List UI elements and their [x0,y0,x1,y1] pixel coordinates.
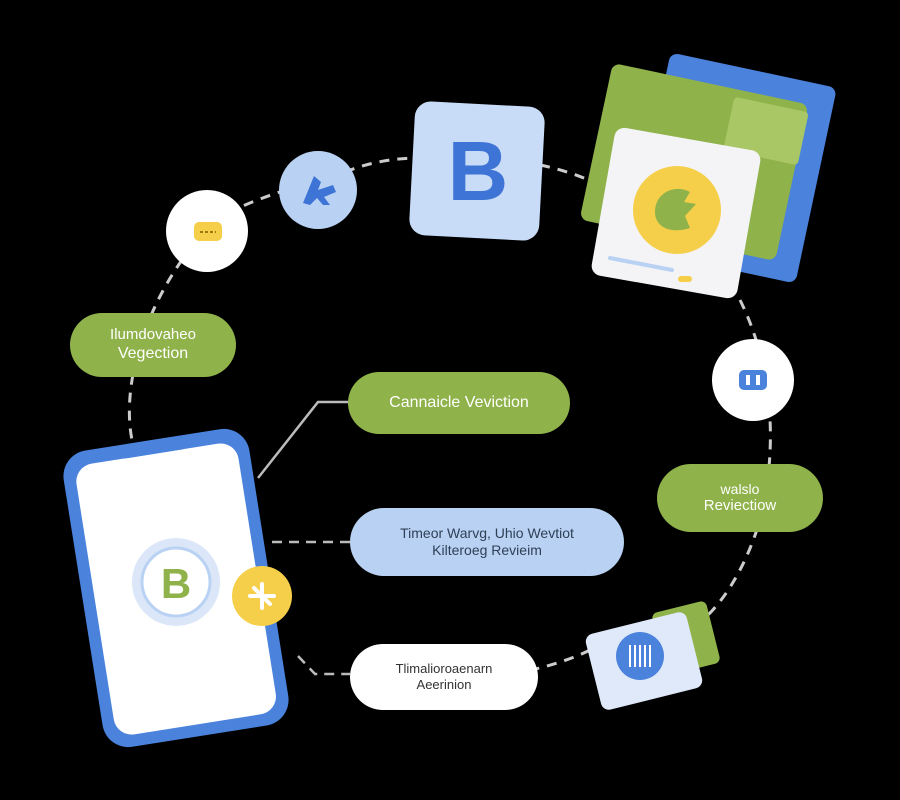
airplane-icon [279,151,357,229]
label-left: Ilumdovaheo Vegection [70,313,236,377]
label-center-mid-line1: Timeor Warvg, Uhio Wevtiot [400,525,574,542]
tile-letter: B [448,124,509,218]
barcode-card-icon [585,601,720,710]
label-center-top: Cannaicle Veviction [348,372,570,434]
label-right-line1: walslo [720,480,760,497]
label-center-mid-line2: Kilteroeg Revieim [432,542,542,558]
pause-icon [712,339,794,421]
label-right-line2: Reviectiow [703,497,777,515]
chat-bubble-icon [166,190,248,272]
dashed-cycle-path [127,156,772,678]
scissors-icon [232,566,292,626]
label-left-line2: Vegection [117,345,189,363]
label-right: walslo Reviectiow [657,464,823,532]
phone-letter: B [161,560,191,607]
phone-badge-letter-b-icon: B [132,538,220,626]
folder-with-document-icon [581,54,836,299]
connector-line-top [257,400,350,479]
label-center-top-line1: Cannaicle Veviction [389,394,529,412]
label-center-bottom-line2: Aeerinion [416,677,472,692]
letter-b-tile: B [409,101,545,241]
label-center-mid: Timeor Warvg, Uhio Wevtiot Kilteroeg Rev… [350,508,624,576]
label-center-bottom-line1: Tlimalioroaenarn [395,661,493,677]
label-left-line1: Ilumdovaheo [110,326,196,344]
label-center-bottom: Tlimalioroaenarn Aeerinion [350,644,538,710]
connector-line-bottom [297,655,350,676]
